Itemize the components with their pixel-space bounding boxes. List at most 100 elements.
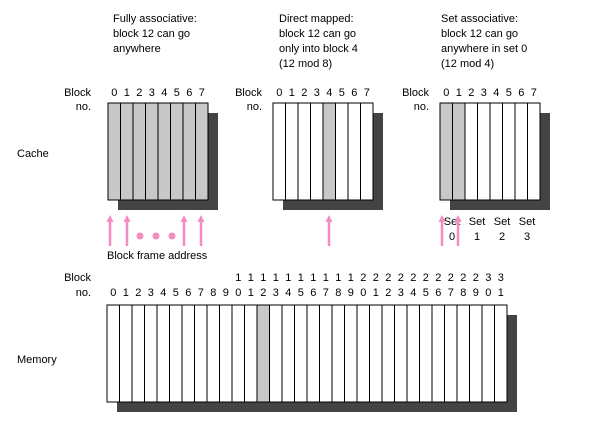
block-cell [344, 304, 358, 403]
set-label-number: 3 [524, 231, 530, 243]
block-frame-address-arrows [106, 215, 462, 246]
block-number-tens: 1 [335, 272, 341, 284]
caption-line: block 12 can go [441, 28, 518, 40]
set-label-number: 1 [474, 231, 480, 243]
block-cell-highlighted [132, 102, 146, 201]
caption-line: only into block 4 [279, 43, 358, 55]
block-number-tens: 1 [298, 272, 304, 284]
block-number: 5 [298, 287, 304, 299]
block-cell-highlighted [157, 102, 171, 201]
pointer-arrow-head [106, 215, 114, 222]
block-cell [477, 102, 491, 201]
block-cell-highlighted [182, 102, 196, 201]
block-cell [144, 304, 158, 403]
block-number: 7 [364, 87, 370, 99]
caption-fully-associative: Fully associative: block 12 can go anywh… [113, 13, 197, 55]
pointer-arrow-head [454, 215, 462, 222]
block-number-tens: 2 [448, 272, 454, 284]
block-cell [294, 304, 308, 403]
block-cell [156, 304, 170, 403]
block-number: 1 [248, 287, 254, 299]
block-cell-highlighted [452, 102, 466, 201]
block-label-memory: Block no. [64, 272, 91, 299]
block-number: 6 [351, 87, 357, 99]
block-cell [131, 304, 145, 403]
block-number: 5 [423, 287, 429, 299]
block-number: 6 [186, 87, 192, 99]
block-number: 0 [276, 87, 282, 99]
block-label-direct: Block no. [235, 87, 262, 113]
block-cell [444, 304, 458, 403]
block-label-set: Block no. [402, 87, 429, 113]
block-number-tens: 1 [310, 272, 316, 284]
caption-line: anywhere [113, 43, 161, 55]
block-number: 2 [260, 287, 266, 299]
block-cell [119, 304, 133, 403]
block-cell [406, 304, 420, 403]
block-cell [527, 102, 541, 201]
block-number: 3 [148, 287, 154, 299]
block-number: 3 [149, 87, 155, 99]
block-number: 5 [506, 87, 512, 99]
block-cell [169, 304, 183, 403]
block-number-tens: 1 [235, 272, 241, 284]
block-label-word: Block [402, 87, 429, 99]
block-label-no: no. [414, 101, 429, 113]
block-cell [464, 102, 478, 201]
block-cell [360, 102, 374, 201]
set-label-number: 0 [449, 231, 455, 243]
block-number: 0 [443, 87, 449, 99]
caption-line: anywhere in set 0 [441, 43, 527, 55]
block-number-tens: 1 [285, 272, 291, 284]
block-number: 4 [493, 87, 499, 99]
block-cell [502, 102, 516, 201]
block-number: 9 [223, 287, 229, 299]
block-number: 3 [273, 287, 279, 299]
block-number: 6 [185, 287, 191, 299]
block-label-no: no. [76, 287, 91, 299]
block-number: 8 [460, 287, 466, 299]
block-label-word: Block [64, 272, 91, 284]
block-label-no: no. [76, 101, 91, 113]
pointer-arrow-head [180, 215, 188, 222]
caption-line: Set associative: [441, 13, 518, 25]
block-number: 2 [136, 87, 142, 99]
block-number-tens: 2 [410, 272, 416, 284]
block-number: 4 [285, 287, 291, 299]
block-number: 7 [198, 287, 204, 299]
block-number: 4 [160, 287, 166, 299]
block-number: 6 [310, 287, 316, 299]
set-label-number: 2 [499, 231, 505, 243]
block-number: 1 [373, 287, 379, 299]
block-number-tens: 3 [485, 272, 491, 284]
block-number-tens: 2 [460, 272, 466, 284]
ellipsis-dot [136, 232, 144, 240]
caption-line: (12 mod 4) [441, 58, 494, 70]
caption-direct-mapped: Direct mapped: block 12 can go only into… [279, 13, 358, 70]
caption-line: block 12 can go [113, 28, 190, 40]
block-cell [310, 102, 324, 201]
block-cell-highlighted [439, 102, 453, 201]
block-cell [269, 304, 283, 403]
set-label-word: Set [469, 216, 486, 228]
block-number-tens: 1 [348, 272, 354, 284]
block-number: 1 [123, 287, 129, 299]
block-cell [335, 102, 349, 201]
block-number-tens: 1 [273, 272, 279, 284]
block-cell-highlighted [107, 102, 121, 201]
block-number-tens: 1 [323, 272, 329, 284]
pointer-arrow-head [438, 215, 446, 222]
block-cell-highlighted [120, 102, 134, 201]
block-number: 8 [210, 287, 216, 299]
block-cell [456, 304, 470, 403]
block-number: 3 [481, 87, 487, 99]
block-number: 0 [235, 287, 241, 299]
block-number: 0 [110, 287, 116, 299]
block-cell [394, 304, 408, 403]
block-number: 4 [410, 287, 416, 299]
block-cell-highlighted [145, 102, 159, 201]
block-label-word: Block [64, 87, 91, 99]
block-cell [319, 304, 333, 403]
block-number-tens: 2 [373, 272, 379, 284]
